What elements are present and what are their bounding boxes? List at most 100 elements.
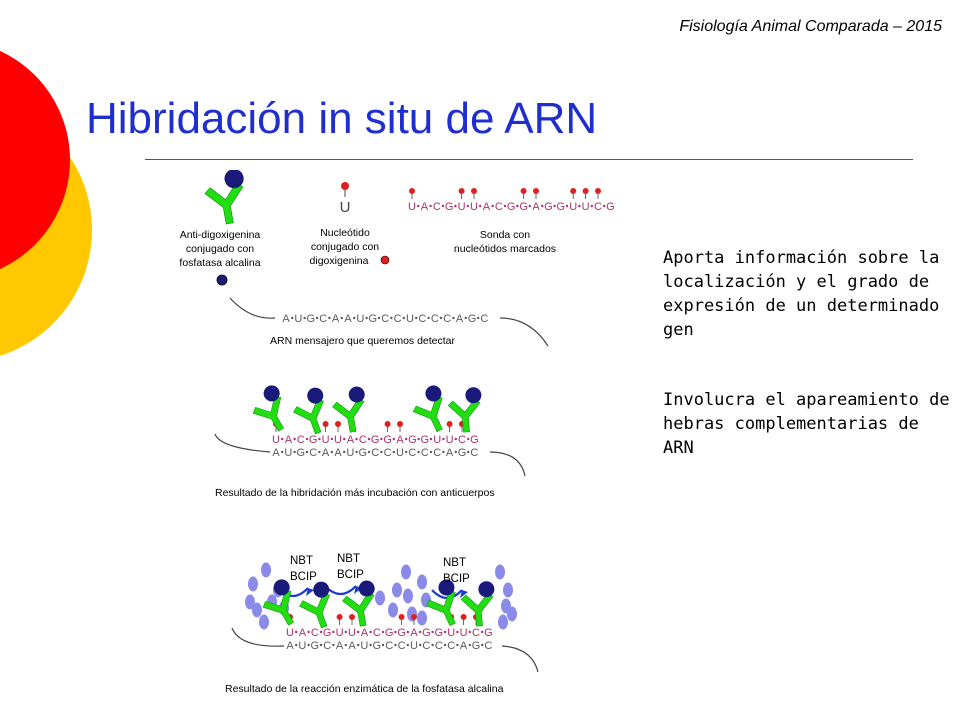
precipitate-blob [507,606,517,622]
bond-dot [456,630,459,634]
bond-dot [293,437,296,441]
nucleotide-letter: C [323,640,331,652]
legend-probe-label-1: Sonda con [480,229,530,241]
nucleotide-letter: U [458,201,466,213]
precipitate-blob [498,614,508,630]
bond-dot [307,643,310,647]
bond-dot [590,204,593,208]
bond-dot [402,316,405,320]
nucleotide-letter: G [309,434,318,446]
substrate-label-1b: BCIP [290,571,317,583]
nucleotide-letter: A [286,640,294,652]
bond-dot [553,204,556,208]
title-divider [145,159,913,160]
nucleotide-letter: C [447,640,455,652]
nucleotide-letter: G [458,447,467,459]
bond-dot [439,316,443,320]
nucleotide-letter: C [311,627,319,639]
precipitate-blob [245,594,255,610]
bond-dot [340,316,343,320]
nucleotide-letter: A [336,640,344,652]
digoxigenin-label [533,188,539,194]
bond-dot [377,316,381,320]
nucleotide-letter: C [443,313,451,325]
nucleotide-letter: C [433,447,441,459]
bond-dot [431,643,434,647]
nucleotide-letter: C [384,447,392,459]
bond-dot [466,204,469,208]
bond-dot [330,450,333,454]
nucleotide-letter: G [385,627,394,639]
bond-dot [343,437,346,441]
legend-nucleotide-label-2: conjugado con [311,241,379,253]
nucleotide-letter: G [421,434,430,446]
bond-dot [415,316,418,320]
bond-dot [307,630,310,634]
nucleotide-letter: G [371,434,380,446]
nucleotide-letter: U [336,627,344,639]
nucleotide-letter: C [398,640,406,652]
nucleotide-letter: G [445,201,454,213]
bond-dot [369,643,372,647]
nucleotide-letter: U [446,434,454,446]
nucleotide-letter: C [435,640,443,652]
nucleotide-letter: C [408,447,416,459]
bond-dot [319,643,323,647]
nucleotide-letter: U [272,434,280,446]
nucleotide-letter: C [373,627,381,639]
nucleotide-letter: U [294,313,302,325]
precipitate-blob [388,602,398,618]
digoxigenin-label [446,421,453,427]
legend-antibody-label-2: conjugado con [186,243,254,255]
bond-dot [441,204,445,208]
course-label: Fisiología Animal Comparada – 2015 [679,18,942,35]
nucleotide-letter: A [456,313,464,325]
nucleotide-letter: C [422,640,430,652]
bond-dot [390,316,393,320]
bond-dot [578,204,581,208]
nucleotide-letter: U [348,627,356,639]
nucleotide-letter: C [297,434,305,446]
nucleotide-letter: A [410,627,418,639]
nucleotide-letter: A [299,627,307,639]
bond-dot [394,630,397,634]
bond-dot [295,630,298,634]
nucleotide-letter: G [323,627,332,639]
antibody-icon [412,385,443,432]
digoxigenin-label [322,421,329,427]
nucleotide-letter: U [360,640,368,652]
nucleotide-letter: U [433,434,441,446]
bond-dot [291,316,294,320]
digoxigenin-label [458,188,465,194]
bond-dot [406,630,409,634]
arrowhead [306,588,314,596]
bond-dot [357,643,360,647]
bond-dot [303,316,306,320]
antibody-icon [204,170,244,225]
substrate-label-3a: NBT [443,557,466,569]
legend-nucleotide-label-1: Nucleótido [320,227,370,239]
bond-dot [405,437,408,441]
bond-dot [431,630,434,634]
nucleotide-letter: A [344,313,352,325]
bullet-expression-info: Aporta información sobre la localización… [663,248,940,340]
bond-dot [454,204,457,208]
bond-dot [417,437,420,441]
antibody-icon [425,579,456,626]
bond-dot [392,437,395,441]
substrate-label-2b: BCIP [337,569,364,581]
bond-dot [305,437,309,441]
bond-dot [344,643,347,647]
nucleotide-letter: G [369,313,378,325]
nucleotide-letter: C [359,434,367,446]
precipitate-blob [401,564,411,580]
nucleotide-letter: U [396,447,404,459]
digoxigenin-label [336,614,343,620]
legend-nucleotide-letter: U [340,199,351,216]
bond-dot [344,630,347,634]
precipitate-blob [261,562,271,578]
nucleotide-letter: A [532,201,540,213]
